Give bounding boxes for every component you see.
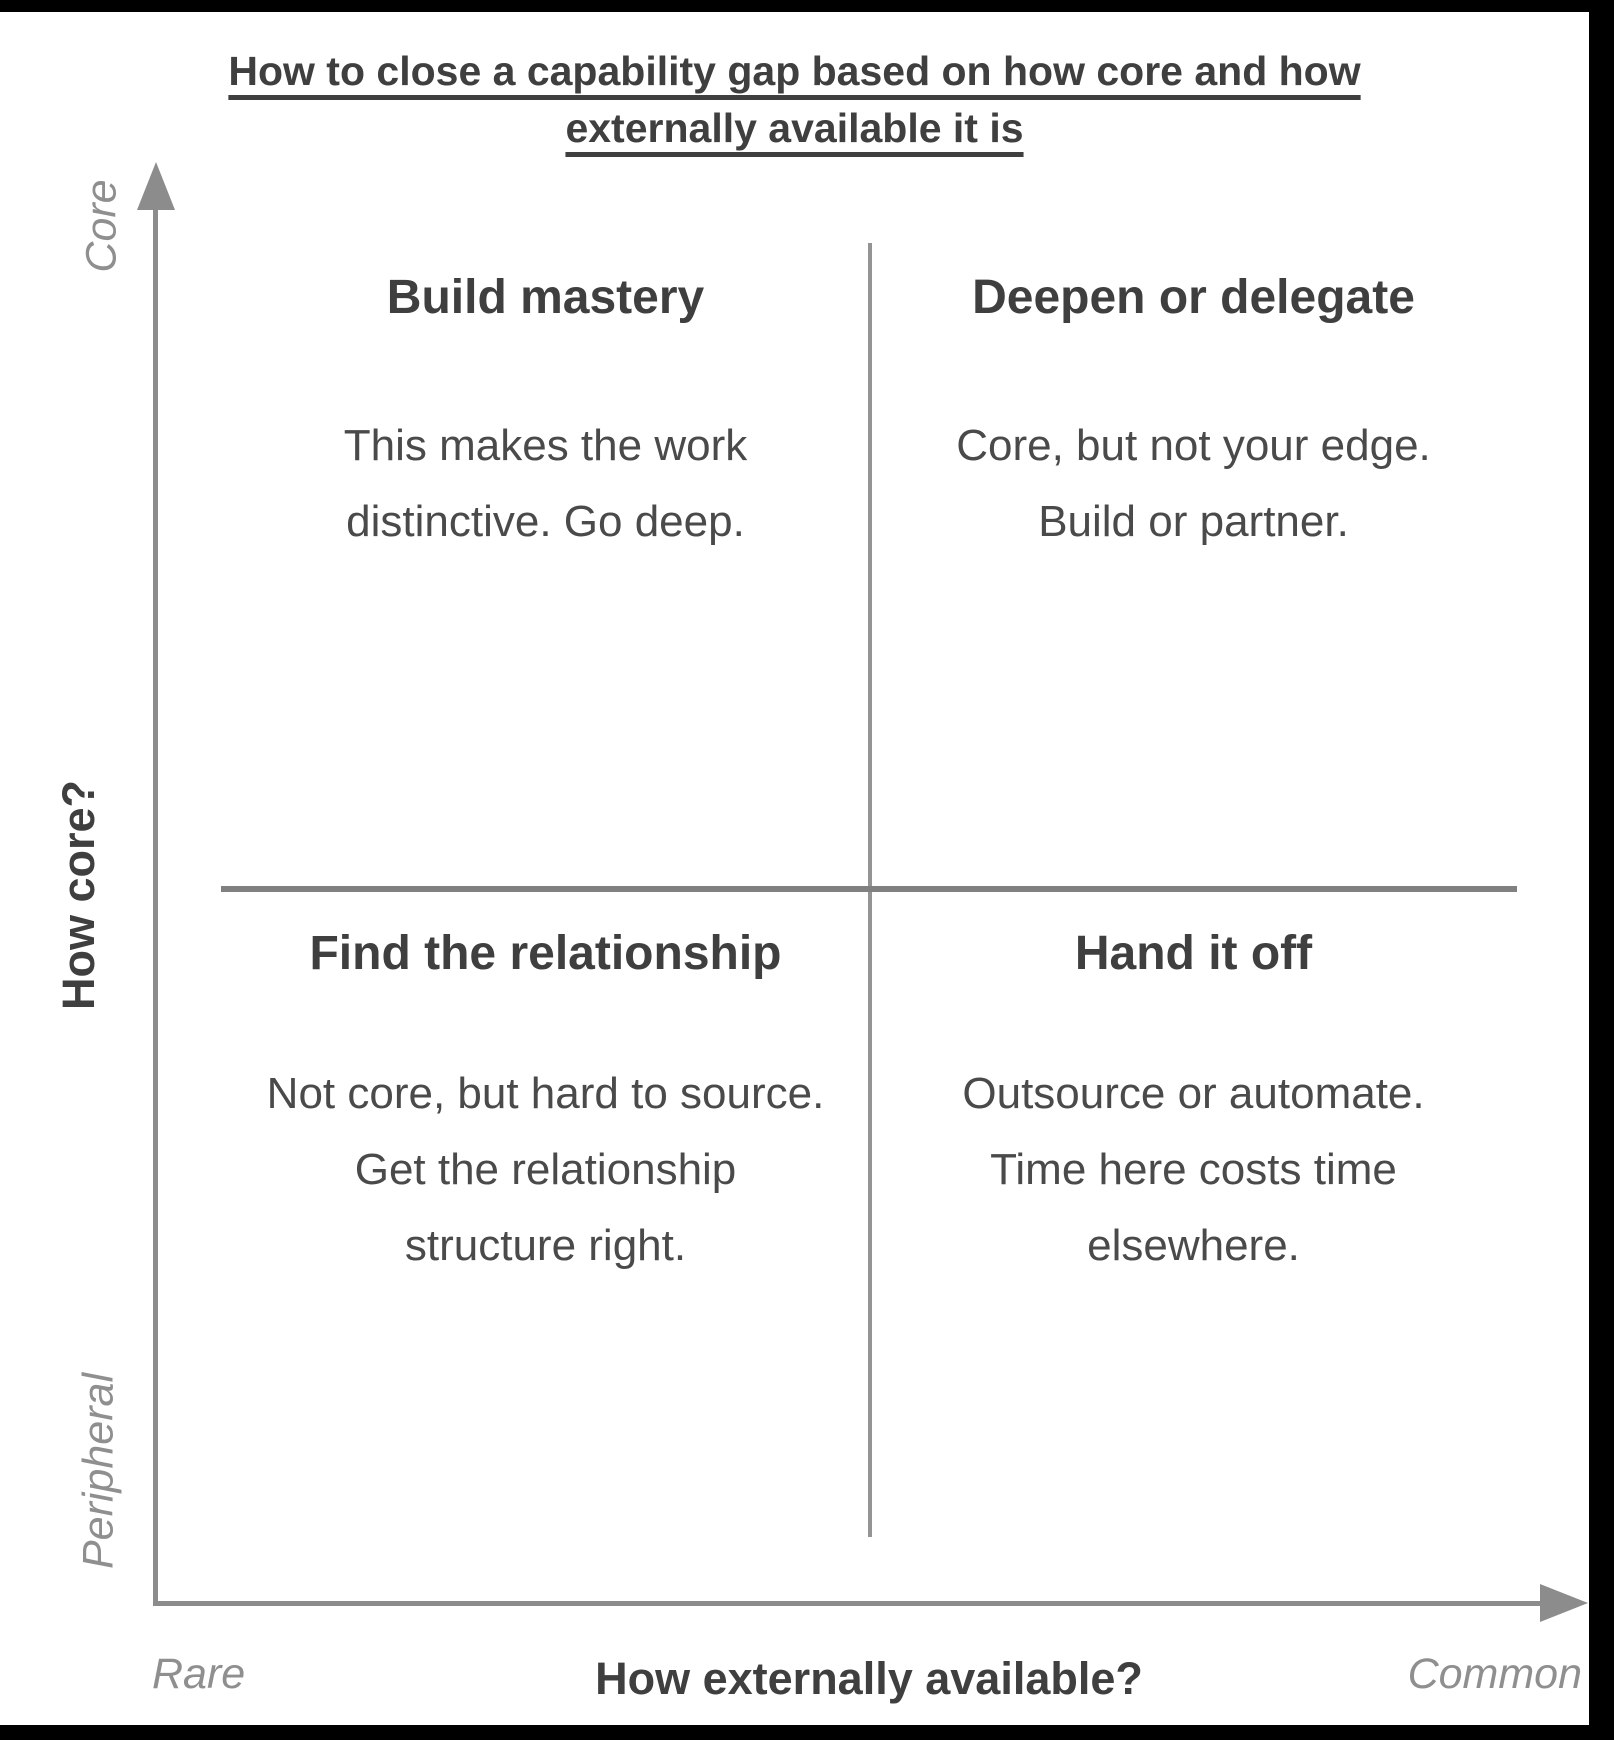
frame-border-right: [1589, 0, 1614, 1740]
quadrant-bottom-right-body: Outsource or automate. Time here costs t…: [870, 1056, 1517, 1284]
quadrant-top-left-body: This makes the work distinctive. Go deep…: [221, 408, 870, 560]
quadrant-top-left-heading: Build mastery: [386, 271, 705, 324]
body-line: Outsource or automate.: [962, 1069, 1425, 1118]
quadrant-divider-horizontal: [221, 886, 1517, 892]
body-line: distinctive. Go deep.: [346, 497, 745, 546]
page-title-line-1: How to close a capability gap based on h…: [228, 48, 1361, 95]
frame-border-bottom: [0, 1725, 1614, 1740]
body-line: Build or partner.: [1038, 497, 1349, 546]
y-axis-line: [153, 200, 158, 1604]
quadrant-bottom-left-body: Not core, but hard to source. Get the re…: [221, 1056, 870, 1284]
page-title-line-2: externally available it is: [565, 105, 1024, 152]
body-line: Time here costs time: [990, 1145, 1397, 1194]
body-line: elsewhere.: [1087, 1221, 1300, 1270]
y-axis-title: How core?: [53, 779, 104, 1011]
body-line: Not core, but hard to source.: [266, 1069, 825, 1118]
quadrant-top-right-heading: Deepen or delegate: [972, 271, 1415, 324]
quadrant-bottom-right-heading: Hand it off: [1074, 927, 1313, 980]
x-axis-min-label: Rare: [152, 1650, 246, 1698]
body-line: Get the relationship: [354, 1145, 737, 1194]
page-title: How to close a capability gap based on h…: [0, 43, 1589, 157]
body-line: structure right.: [404, 1221, 687, 1270]
quadrant-bottom-left-heading: Find the relationship: [309, 927, 782, 980]
y-axis-min-label: Peripheral: [74, 1373, 123, 1569]
body-line: Core, but not your edge.: [956, 421, 1431, 470]
x-axis-title: How externally available?: [595, 1653, 1143, 1704]
x-axis-line: [153, 1601, 1545, 1606]
x-axis-max-label: Common: [1407, 1650, 1582, 1698]
right-arrowhead-icon: [1540, 1584, 1588, 1622]
y-axis-max-label: Core: [77, 179, 126, 273]
body-line: This makes the work: [343, 421, 748, 470]
quadrant-top-right-body: Core, but not your edge. Build or partne…: [870, 408, 1517, 560]
up-arrowhead-icon: [137, 162, 175, 210]
frame-border-top: [0, 0, 1614, 12]
